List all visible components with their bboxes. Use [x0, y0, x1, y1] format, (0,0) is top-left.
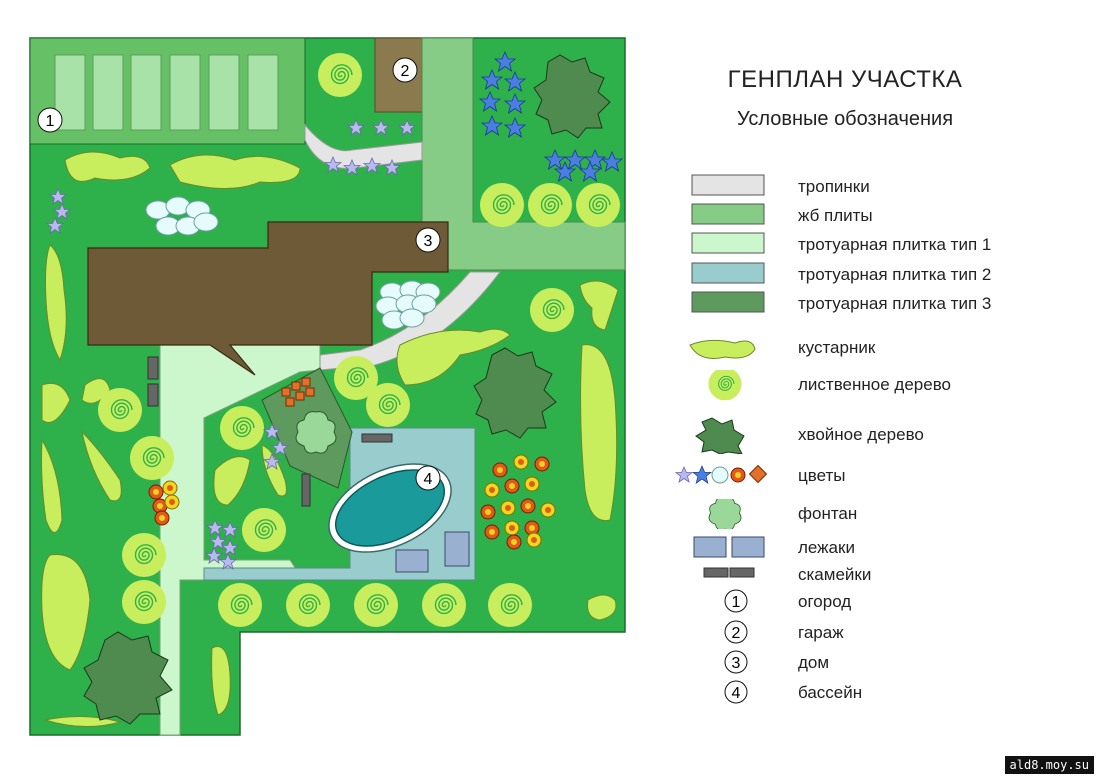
legend-label: бассейн: [798, 683, 863, 702]
legend-item-fountain: фонтан: [680, 499, 1040, 529]
number-4-icon: 4: [724, 680, 748, 704]
benches: [147, 356, 393, 507]
legend-item-tile2: тротуарная плитка тип 2: [680, 260, 1040, 290]
legend-label: жб плиты: [798, 206, 873, 225]
flowers-icon: [675, 464, 768, 484]
legend-item-tile3: тротуарная плитка тип 3: [680, 289, 1040, 319]
legend-label: скамейки: [798, 565, 872, 584]
legend-label: тротуарная плитка тип 1: [798, 235, 992, 254]
legend-label: лежаки: [798, 538, 855, 557]
legend-item-paths: тропинки: [680, 172, 1040, 202]
shrub-icon: [689, 339, 756, 359]
marker-1: 1: [37, 107, 63, 133]
lounger-icon: [693, 536, 765, 558]
tile1-swatch: [691, 232, 765, 254]
bench-icon: [703, 567, 755, 578]
legend-label: дом: [798, 653, 830, 672]
svg-text:2: 2: [732, 625, 741, 642]
paths-swatch: [691, 174, 765, 196]
legend-subtitle: Условные обозначения: [736, 108, 954, 130]
legend-label: цветы: [798, 466, 846, 485]
svg-text:3: 3: [424, 233, 433, 250]
shrubs: [41, 151, 619, 728]
conifer-tree-icon: [695, 417, 745, 454]
fountain-icon: [708, 499, 742, 529]
tile2-swatch: [691, 262, 765, 284]
svg-text:2: 2: [401, 63, 410, 80]
path-top: [304, 123, 423, 169]
svg-text:4: 4: [424, 471, 433, 488]
legend-item-slabs: жб плиты: [680, 201, 1040, 231]
legend-item-shrub: кустарник: [680, 333, 1040, 363]
house: [87, 221, 449, 376]
legend-label: кустарник: [798, 338, 876, 357]
deciduous-tree-icon: [707, 370, 743, 400]
svg-text:1: 1: [46, 113, 55, 130]
number-2-icon: 2: [724, 620, 748, 644]
legend-label: тротуарная плитка тип 2: [798, 265, 992, 284]
fountain: [295, 411, 337, 454]
watermark: ald8.moy.su: [1004, 756, 1094, 774]
legend-item-benches: скамейки: [680, 560, 1040, 590]
garden-beds: [54, 54, 279, 131]
legend-item-garden: 1 огород: [680, 587, 1040, 617]
legend-item-house: 3 дом: [680, 648, 1040, 678]
legend-item-garage: 2 гараж: [680, 618, 1040, 648]
loungers: [395, 531, 470, 573]
tile3-swatch: [691, 291, 765, 313]
legend-label: хвойное дерево: [798, 425, 924, 444]
svg-text:1: 1: [732, 594, 741, 611]
legend-item-flowers: цветы: [675, 461, 1040, 491]
legend-label: тротуарная плитка тип 3: [798, 294, 992, 313]
legend-item-pool: 4 бассейн: [680, 678, 1040, 708]
number-1-icon: 1: [724, 589, 748, 613]
marker-4: 4: [415, 465, 441, 491]
legend-label: огород: [798, 592, 852, 611]
svg-text:3: 3: [732, 655, 741, 672]
marker-2: 2: [392, 57, 418, 83]
number-3-icon: 3: [724, 650, 748, 674]
marker-3: 3: [415, 227, 441, 253]
legend-item-deciduous: лиственное дерево: [680, 370, 1040, 400]
legend-label: гараж: [798, 623, 844, 642]
legend-label: фонтан: [798, 504, 858, 523]
svg-text:4: 4: [732, 685, 741, 702]
site-plan-map: 1 2 3 4: [29, 37, 626, 736]
legend-item-conifer: хвойное дерево: [680, 417, 1040, 454]
flower-bed-squares: [281, 377, 315, 407]
slabs-swatch: [691, 203, 765, 225]
legend-item-loungers: лежаки: [680, 533, 1040, 563]
coniferous-trees: [83, 54, 611, 725]
legend-title: ГЕНПЛАН УЧАСТКА: [727, 66, 963, 93]
legend-label: тропинки: [798, 177, 870, 196]
legend-label: лиственное дерево: [798, 375, 951, 394]
legend-item-tile1: тротуарная плитка тип 1: [680, 230, 1040, 260]
